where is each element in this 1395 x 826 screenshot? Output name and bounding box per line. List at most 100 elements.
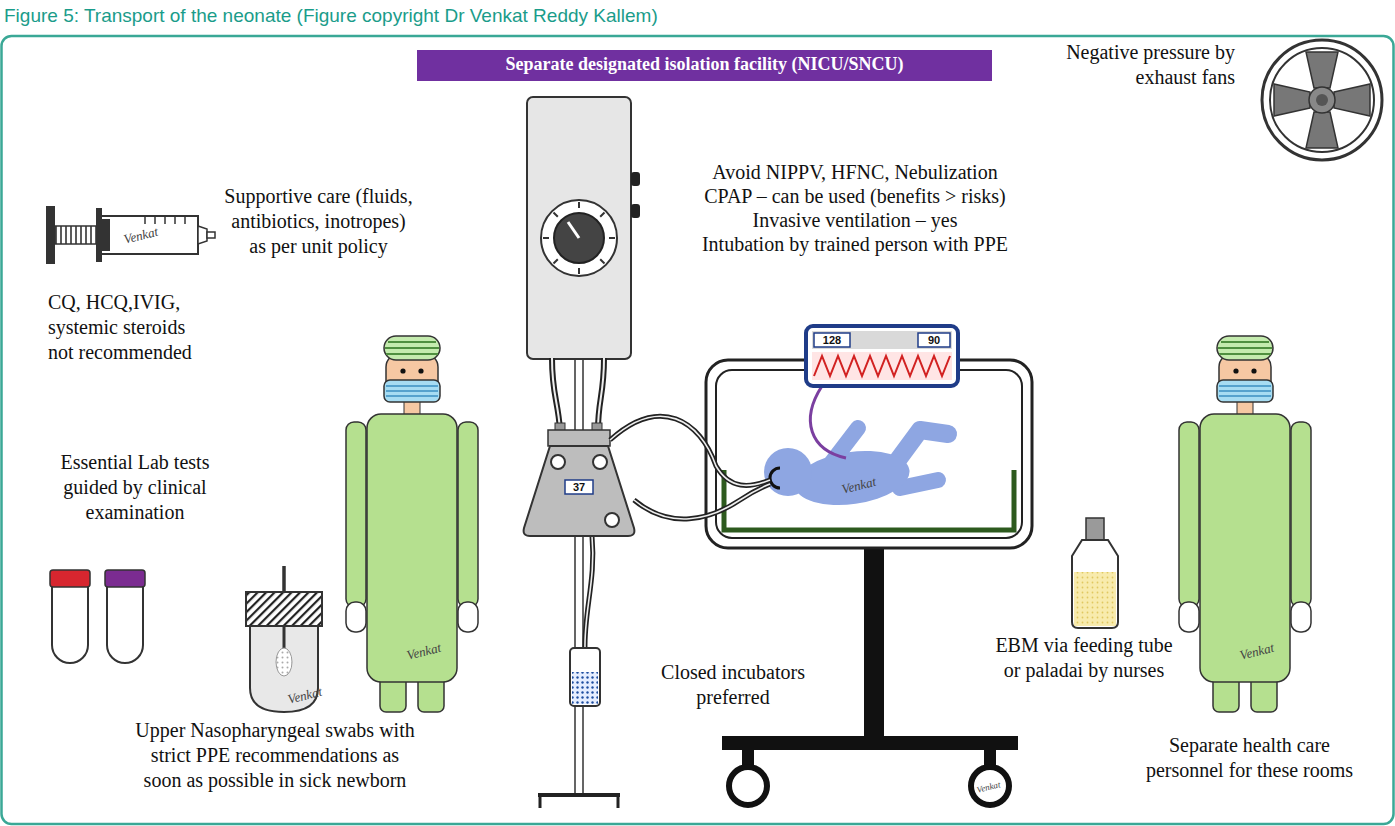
incubator [864,548,884,738]
exhaust-fan [1316,94,1328,106]
humidifier [524,446,635,536]
saturation-value: 90 [918,333,950,347]
blood-sample-tubes [52,585,88,663]
ventilator [598,358,604,430]
milk-bottle [1074,572,1116,626]
patient-monitor [814,356,950,376]
syringe-icon [154,216,156,224]
ventilator [554,213,604,263]
humidifier [548,430,610,446]
ventilator [543,202,615,274]
node-text: Separate designated isolation facility (… [506,50,904,79]
humidifier [585,536,593,650]
milk-bottle [1072,540,1118,628]
milk-bottle [1086,518,1104,540]
blood-sample-tubes [50,570,145,663]
syringe-icon [46,206,215,264]
ventilator [568,222,579,238]
health-worker-right [1179,336,1311,712]
ventilator [552,358,560,430]
humidifier [565,480,593,494]
ventilator [631,204,640,218]
exhaust-fan [1334,84,1370,116]
neonate-figure [764,428,948,512]
patient-monitor [812,352,952,380]
oxygen-tubing [610,416,770,519]
humidifier [551,455,565,469]
signature: Venkat [122,224,159,247]
exhaust-fan [1262,40,1382,160]
oxygen-tubing [610,416,770,485]
ventilation-note: Invasive ventilation – yes [645,208,1065,232]
incubator [706,360,1032,548]
oxygen-tubing [634,484,770,519]
swab-tube [246,592,322,626]
ventilation-note: Intubation by trained person with PPE [645,232,1065,256]
humidifier [572,672,598,704]
syringe-icon [96,208,102,262]
swab-note: Upper Nasopharyngeal swabs with strict P… [132,718,418,793]
heart-rate-value: 128 [814,333,850,347]
ventilator [538,793,620,797]
blood-sample-tubes [107,585,143,663]
ventilation-note: Avoid NIPPV, HFNC, Nebulization [645,160,1065,184]
humidifier [524,423,635,706]
humidifier [593,455,607,469]
exhaust-fan [1306,52,1338,88]
syringe-icon [46,206,55,264]
milk-bottle [1072,518,1118,628]
incubator [706,360,1032,805]
syringe-icon [198,226,207,244]
signature: Venkat [976,779,1002,795]
health-worker-left [346,336,478,712]
incubator [971,767,1009,805]
incubator [716,370,1022,538]
syringe-icon [102,219,110,251]
temperature-value: 37 [565,480,593,494]
oxygen-tubing [610,416,770,485]
exhaust-fan [1274,84,1310,116]
syringe-icon [100,216,198,254]
incubator [722,736,1018,750]
incubator-note: Closed incubators preferred [648,660,818,710]
patient-monitor [810,386,846,458]
patient-monitor [806,326,958,458]
humidifier [585,536,593,650]
incubator [729,767,767,805]
ventilator [527,97,631,359]
exhaust-fan [1309,87,1335,113]
syringe-icon [174,216,176,224]
swab-tube [276,648,292,676]
staff-note: Separate health care personnel for these… [1142,733,1357,783]
patient-monitor [812,331,952,349]
syringe-icon [184,216,186,224]
blood-sample-tubes [50,570,90,587]
neonate-figure [764,448,812,496]
care-note: Supportive care (fluids, antibiotics, in… [222,184,415,259]
patient-monitor [918,333,950,347]
syringe-icon [164,216,166,224]
exhaust-fan [1270,48,1374,152]
ventilator [631,172,640,186]
patient-monitor [806,326,958,386]
drug-note: CQ, HCQ,IVIG, systemic steroids not reco… [48,290,208,365]
syringe-icon [207,232,215,238]
signature: Venkat [286,684,323,707]
humidifier [570,648,600,706]
ventilator [552,358,560,430]
signature: Venkat [840,474,877,497]
blood-sample-tubes [105,570,145,587]
figure-frame [2,36,1394,824]
figure-caption: Figure 5: Transport of the neonate (Figu… [4,4,658,28]
exhaust-fan [1306,112,1338,148]
facility-banner: Separate designated isolation facility (… [417,50,992,81]
humidifier [605,513,619,527]
exhaust-fan [1262,40,1382,160]
syringe-icon [144,216,146,224]
ventilator [540,795,618,808]
neonate-figure [770,468,780,488]
oxygen-tubing [634,484,770,519]
fan-note: Negative pressure by exhaust fans [1035,40,1235,90]
